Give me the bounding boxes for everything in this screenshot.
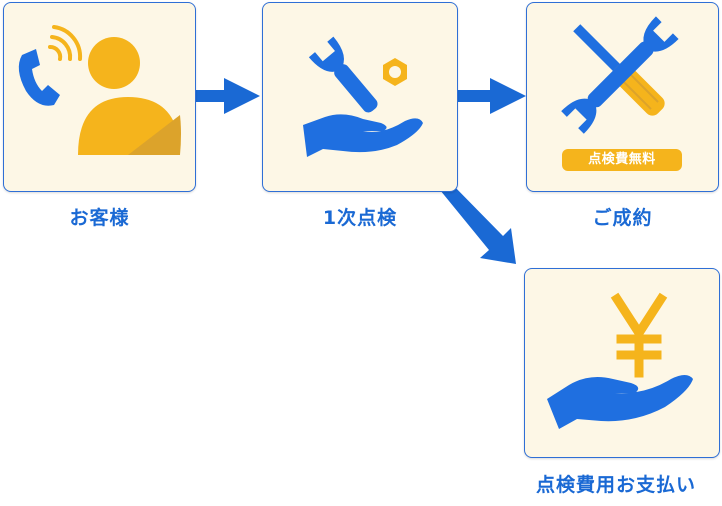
arrow-to-contract-shaft [458, 90, 492, 102]
arrow-to-contract-head [490, 78, 526, 114]
step-customer-card [3, 2, 196, 192]
arrow-to-inspection-head [224, 78, 260, 114]
yen-hand-icon [547, 292, 693, 429]
free-inspection-badge: 点検費無料 [562, 149, 682, 171]
step-payment-card [524, 268, 720, 458]
arrow-to-inspection-shaft [196, 90, 226, 102]
step-inspection-card [262, 2, 458, 192]
step-inspection-label: 1次点検 [322, 207, 398, 229]
tools-icon [561, 16, 679, 134]
step-payment-label: 点検費用お支払い [535, 474, 696, 496]
step-customer-label: お客様 [69, 207, 130, 229]
wrench-hand-icon [303, 36, 423, 157]
arrow-to-payment [440, 182, 516, 264]
step-contract-card: 点検費無料 [526, 2, 719, 192]
customer-phone-icon [18, 25, 181, 155]
step-contract-label: ご成約 [592, 207, 653, 229]
